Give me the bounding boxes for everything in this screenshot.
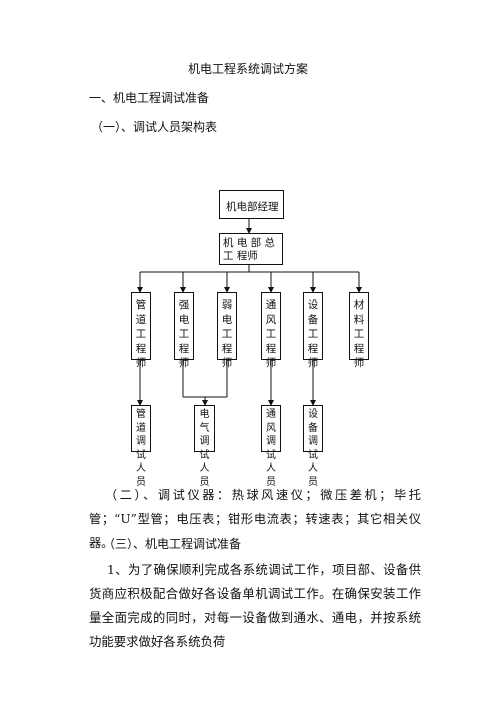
chief-engineer-box: 机 电 部 总 工 程师: [219, 233, 283, 265]
engineer-label: 设备工程师: [307, 299, 319, 369]
staff-label: 电气调试人员: [199, 409, 210, 488]
staff-label: 管道调试人员: [136, 409, 146, 488]
staff-box-equipment: 设备调试人员: [303, 405, 323, 488]
section-heading-prep: 一、机电工程调试准备: [89, 91, 210, 105]
instruments-paragraph: （二）、调试仪器：热球风速仪；微压差机；毕托管；“U”型管；电压表；钳形电流表；…: [73, 483, 421, 555]
engineer-label: 管道工程师: [135, 299, 147, 369]
subsection-heading-prep: （三）、机电工程调试准备: [103, 537, 242, 551]
staff-box-pipe: 管道调试人员: [131, 405, 151, 488]
engineer-box-pipe: 管道工程师: [131, 292, 151, 369]
instruments-text: （二）、调试仪器：热球风速仪；微压差机；毕托管；“U”型管；电压表；钳形电流表；…: [89, 488, 421, 550]
body-paragraph-1-text: 1、为了确保顺利完成各系统调试工作，项目部、设备供货商应积极配合做好各设备单机调…: [89, 562, 421, 649]
manager-label: 机电部经理: [226, 201, 279, 213]
chief-engineer-label: 机 电 部 总 工 程师: [223, 237, 276, 262]
manager-box: 机电部经理: [219, 190, 284, 219]
body-paragraph-1: 1、为了确保顺利完成各系统调试工作，项目部、设备供货商应积极配合做好各设备单机调…: [89, 558, 421, 654]
engineer-box-equipment: 设备工程师: [303, 292, 323, 369]
subsection-heading-org: （一）、调试人员架构表: [91, 120, 218, 134]
document-title: 机电工程系统调试方案: [187, 62, 308, 76]
staff-label: 设备调试人员: [308, 409, 318, 488]
engineer-box-hvac: 通风工程师: [261, 292, 281, 369]
engineer-label: 强电工程师: [178, 299, 190, 369]
engineer-box-power: 强电工程师: [174, 292, 194, 369]
engineer-box-low-voltage: 弱电工程师: [217, 292, 237, 369]
engineer-box-materials: 材料工程师: [349, 292, 369, 369]
staff-box-electrical: 电气调试人员: [194, 405, 215, 488]
engineer-label: 通风工程师: [265, 299, 277, 369]
staff-box-hvac: 通风调试人员: [261, 405, 281, 488]
engineer-label: 材料工程师: [353, 299, 365, 369]
engineer-label: 弱电工程师: [221, 299, 233, 369]
staff-label: 通风调试人员: [266, 409, 276, 488]
